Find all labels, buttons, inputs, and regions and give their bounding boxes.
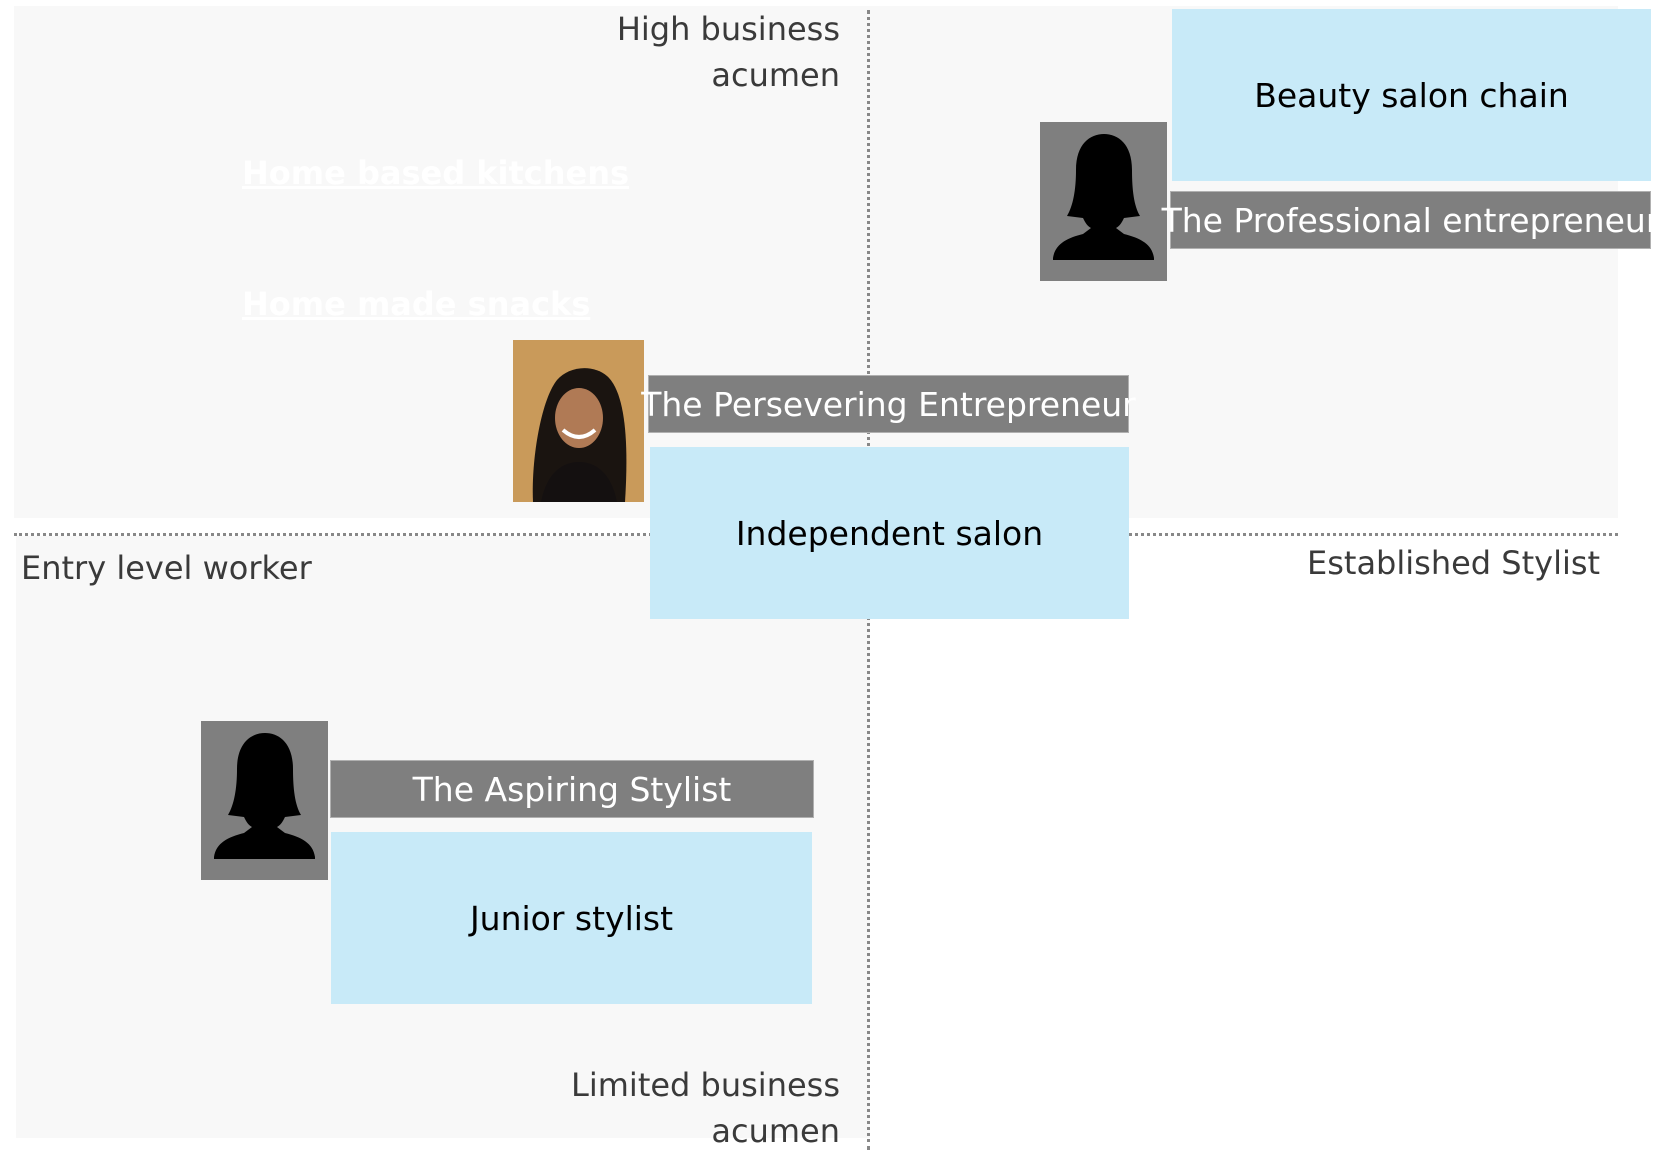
axis-label-right: Established Stylist: [1307, 544, 1601, 582]
persona-tag-professional-entrepreneur: The Professional entrepreneur: [1162, 191, 1659, 249]
person-silhouette-icon: [1040, 122, 1167, 281]
person-silhouette-icon: [201, 721, 328, 880]
business-box-independent-salon: Independent salon: [650, 447, 1129, 619]
business-box-beauty-salon-chain: Beauty salon chain: [1172, 9, 1651, 181]
axis-label-bottom: Limited business acumen: [571, 1066, 840, 1150]
persona-tag-persevering-entrepreneur: The Persevering Entrepreneur: [641, 375, 1136, 433]
axis-label-left: Entry level worker: [21, 549, 312, 587]
faded-label-home-snacks: Home made snacks: [242, 285, 591, 323]
business-box-junior-stylist: Junior stylist: [331, 832, 812, 1004]
axis-label-top: High business acumen: [616, 10, 840, 94]
faded-label-home-kitchens: Home based kitchens: [242, 154, 630, 192]
persona-photo: [513, 340, 644, 502]
persona-tag-aspiring-stylist: The Aspiring Stylist: [330, 760, 814, 818]
